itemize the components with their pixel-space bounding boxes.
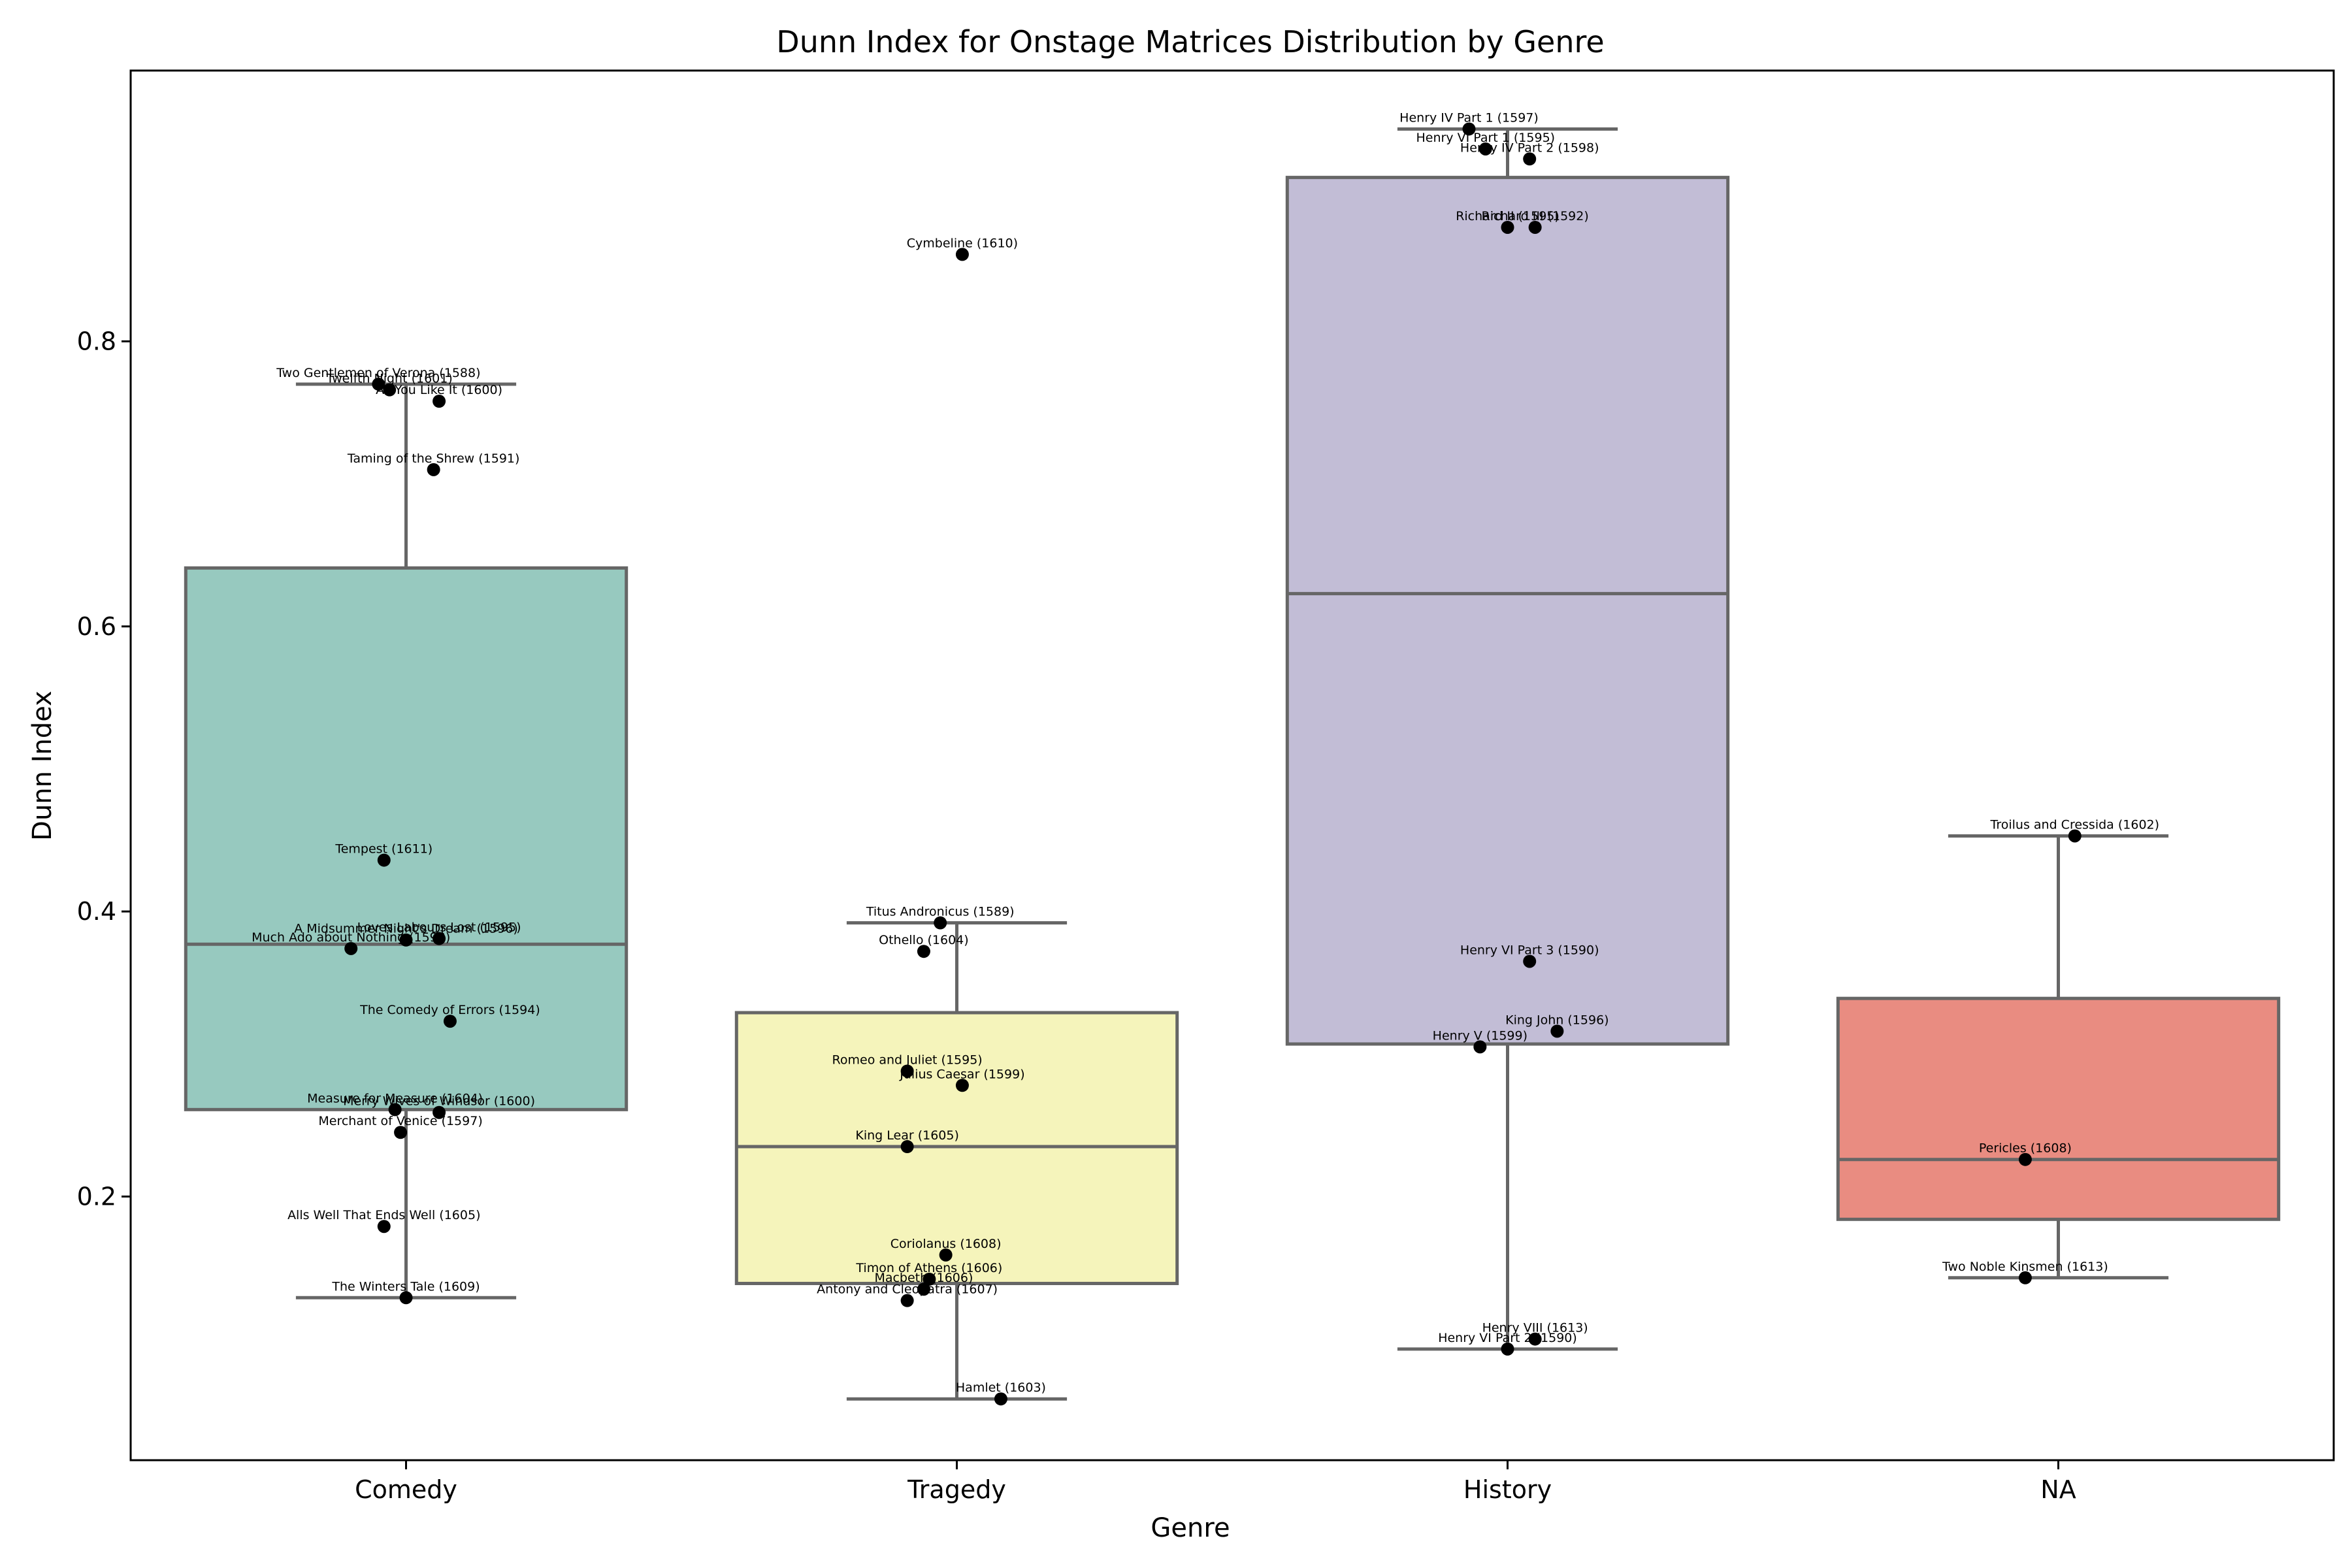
data-point xyxy=(1473,1040,1487,1054)
point-label: Twelfth Night (1601) xyxy=(326,372,453,386)
point-label: Measure for Measure (1604) xyxy=(307,1091,483,1105)
data-point xyxy=(917,1282,930,1296)
data-point xyxy=(377,1220,391,1233)
x-axis-label: Genre xyxy=(1151,1513,1230,1543)
point-label: Tempest (1611) xyxy=(335,842,433,857)
plot-frame xyxy=(129,69,2335,1462)
data-point xyxy=(917,945,930,958)
point-label: Henry IV Part 1 (1597) xyxy=(1399,110,1539,125)
point-label: Julius Caesar (1599) xyxy=(899,1067,1024,1081)
data-point xyxy=(1478,142,1492,155)
point-label: Merry Wives of Windsor (1600) xyxy=(343,1094,535,1109)
point-label: The Winters Tale (1609) xyxy=(331,1279,480,1294)
data-point xyxy=(1528,1332,1542,1346)
data-point xyxy=(994,1392,1007,1406)
data-point xyxy=(433,395,446,408)
point-label: Taming of the Shrew (1591) xyxy=(347,451,520,466)
point-label: Henry V (1599) xyxy=(1433,1028,1527,1043)
point-label: Merchant of Venice (1597) xyxy=(318,1114,482,1128)
point-label: Coriolanus (1608) xyxy=(890,1237,1002,1251)
data-point xyxy=(399,1291,413,1305)
point-label: Pericles (1608) xyxy=(1979,1141,2072,1156)
point-label: Richard II (1595) xyxy=(1456,209,1560,223)
data-point xyxy=(383,383,397,397)
point-label: Timon of Athens (1606) xyxy=(855,1261,1002,1275)
y-tick-label: 0.6 xyxy=(77,612,116,641)
data-point xyxy=(443,1015,457,1028)
point-label: Hamlet (1603) xyxy=(956,1380,1046,1395)
data-point xyxy=(1501,1342,1514,1356)
data-point xyxy=(934,916,947,930)
point-label: Othello (1604) xyxy=(879,933,969,947)
point-label: Henry IV Part 2 (1598) xyxy=(1460,140,1599,155)
data-point xyxy=(399,933,413,947)
data-point xyxy=(433,932,446,945)
box-comedy xyxy=(184,382,629,1299)
point-label: The Comedy of Errors (1594) xyxy=(359,1003,540,1017)
data-point xyxy=(1528,220,1542,234)
y-tick-label: 0.8 xyxy=(77,327,116,355)
data-point xyxy=(955,1079,969,1092)
data-point xyxy=(377,853,391,867)
data-point xyxy=(1501,220,1514,234)
data-point xyxy=(433,1105,446,1119)
x-tick-label: NA xyxy=(2040,1475,2076,1504)
data-point xyxy=(344,941,358,955)
data-point xyxy=(900,1140,914,1154)
data-point xyxy=(1523,152,1537,166)
data-point xyxy=(394,1126,408,1139)
point-label: Henry VIII (1613) xyxy=(1482,1321,1588,1335)
data-point xyxy=(427,463,440,476)
y-tick-label: 0.2 xyxy=(77,1182,116,1211)
data-point xyxy=(939,1248,953,1262)
data-point xyxy=(955,248,969,261)
data-point xyxy=(2068,829,2082,843)
y-axis-label: Dunn Index xyxy=(27,691,57,841)
point-label: Much Ado about Nothing (1598) xyxy=(252,930,450,945)
x-tick-label: History xyxy=(1463,1475,1552,1504)
chart-title: Dunn Index for Onstage Matrices Distribu… xyxy=(776,24,1604,59)
point-label: Henry VI Part 2 (1590) xyxy=(1438,1331,1577,1345)
box-history xyxy=(1285,127,1730,1351)
data-point xyxy=(900,1294,914,1307)
point-label: Troilus and Cressida (1602) xyxy=(1990,817,2160,832)
data-point xyxy=(2018,1271,2032,1284)
data-point xyxy=(2018,1152,2032,1166)
x-tick-label: Tragedy xyxy=(907,1475,1006,1504)
point-label: Cymbeline (1610) xyxy=(907,236,1018,250)
point-label: Richard III (1592) xyxy=(1482,209,1589,223)
box-iqr xyxy=(184,566,629,1111)
data-point xyxy=(372,377,385,391)
data-point xyxy=(1523,955,1537,968)
point-label: Titus Andronicus (1589) xyxy=(866,905,1015,919)
data-point xyxy=(923,1272,936,1286)
y-tick-label: 0.4 xyxy=(77,897,116,926)
box-iqr xyxy=(1836,996,2281,1221)
point-label: Loves Labours Lost (1595) xyxy=(357,921,521,935)
point-label: King Lear (1605) xyxy=(855,1128,959,1143)
point-label: A Midsummer Night's Dream (1596) xyxy=(294,922,518,936)
point-label: King John (1596) xyxy=(1505,1013,1609,1027)
point-label: Antony and Cleopatra (1607) xyxy=(817,1282,998,1297)
point-label: Macbeth (1606) xyxy=(874,1271,973,1285)
point-label: Henry VI Part 1 (1595) xyxy=(1416,131,1555,145)
point-label: Alls Well That Ends Well (1605) xyxy=(287,1208,480,1222)
point-label: As You Like It (1600) xyxy=(376,383,502,397)
data-point xyxy=(900,1064,914,1078)
box-na xyxy=(1836,834,2281,1280)
point-label: Romeo and Juliet (1595) xyxy=(832,1053,983,1067)
data-point xyxy=(1462,122,1476,136)
box-iqr xyxy=(1285,176,1730,1046)
point-label: Two Gentlemen of Verona (1588) xyxy=(276,366,480,380)
point-label: Two Noble Kinsmen (1613) xyxy=(1942,1260,2108,1274)
box-tragedy xyxy=(734,921,1179,1401)
point-label: Henry VI Part 3 (1590) xyxy=(1460,943,1599,957)
data-point xyxy=(1550,1024,1564,1038)
data-point xyxy=(388,1103,402,1117)
x-tick-label: Comedy xyxy=(355,1475,457,1504)
